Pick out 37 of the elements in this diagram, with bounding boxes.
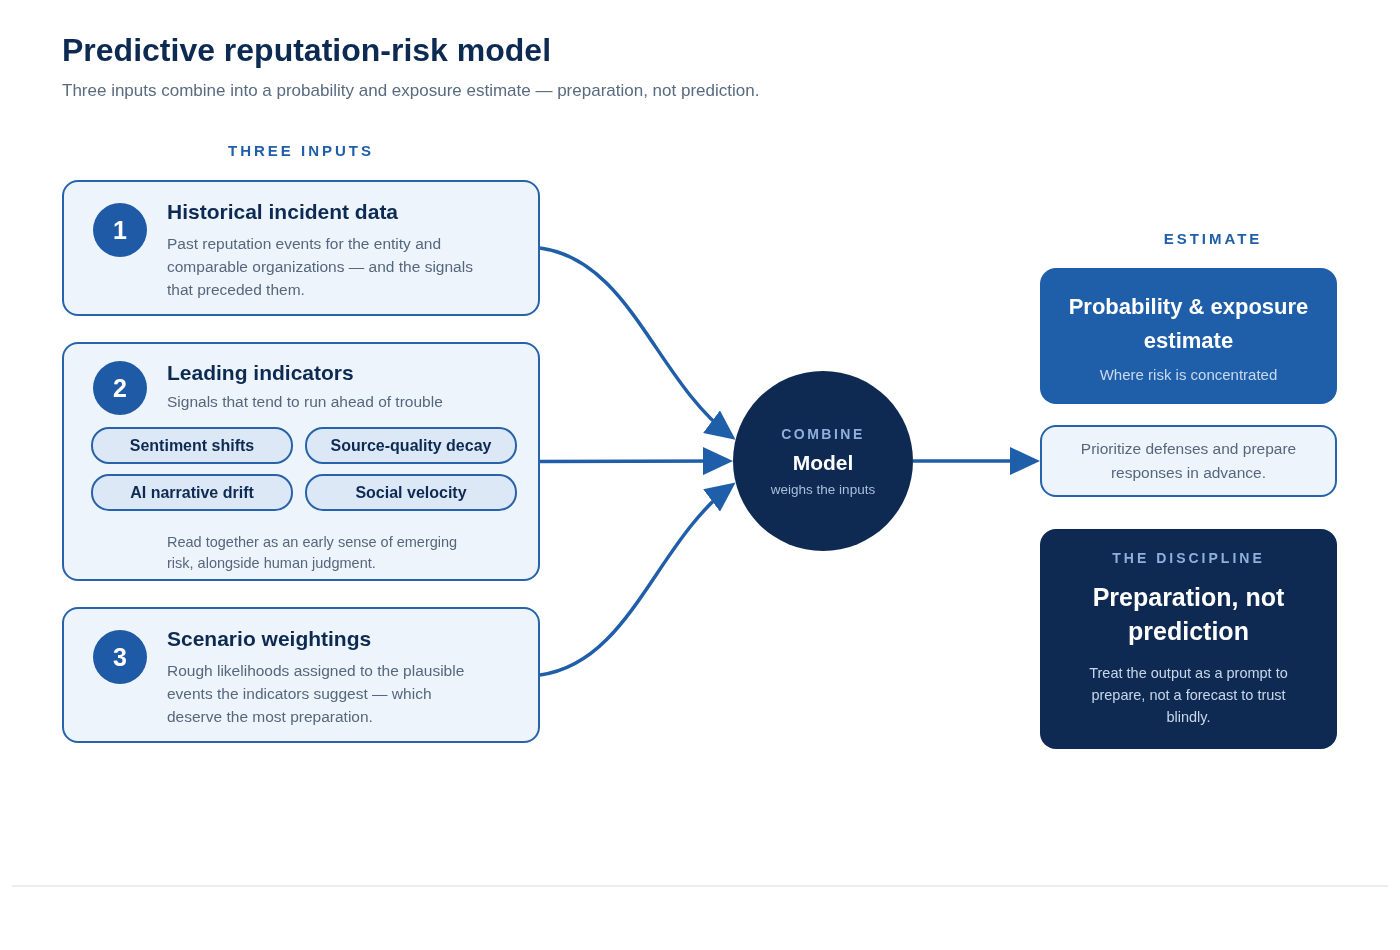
indicator-tag: Source-quality decay — [305, 427, 517, 464]
card-description: Past reputation events for the entity and comparable organizations — and the signals that preceded them. — [167, 234, 474, 300]
action-card — [1040, 425, 1337, 497]
indicator-tag: Social velocity — [305, 474, 517, 511]
card-note: Read together as an early sense of emerging risk, alongside human judgment. — [167, 533, 459, 573]
indicator-tag: Sentiment shifts — [91, 427, 293, 464]
circle-subtitle: weighs the inputs — [770, 481, 876, 497]
card-description: Rough likelihoods assigned to the plausible events the indicators suggest — which deserve the most preparation. — [167, 661, 466, 727]
circle-kicker: COMBINE — [781, 425, 865, 442]
diagram-title: Predictive reputation-risk model — [62, 32, 551, 69]
discipline-card — [1040, 529, 1337, 749]
card-title: Preparation, not prediction — [1091, 582, 1286, 647]
input-card — [62, 180, 540, 316]
section-label: THREE INPUTS — [228, 142, 374, 159]
card-description: Prioritize defenses and prepare responses in advance. — [1079, 439, 1298, 483]
section-label: ESTIMATE — [1163, 230, 1263, 247]
input-card — [62, 607, 540, 743]
card-subtitle: Signals that tend to run ahead of trouble — [167, 392, 444, 412]
step-number: 1 — [93, 203, 147, 257]
card-title: Probability & exposure estimate — [1067, 292, 1310, 355]
card-title: Leading indicators — [167, 361, 354, 385]
step-number: 2 — [93, 361, 147, 415]
subtitle: Three inputs combine into a probability and exposure estimate — preparation, not prediction. — [62, 81, 760, 101]
step-number: 3 — [93, 630, 147, 684]
indicator-tag: AI narrative drift — [91, 474, 293, 511]
estimate-card — [1040, 268, 1337, 404]
circle-title: Model — [792, 450, 854, 475]
card-description: Treat the output as a prompt to prepare, not a forecast to trust blindly. — [1088, 664, 1289, 727]
input-card — [62, 342, 540, 581]
arrow — [540, 447, 733, 476]
curved-arrow — [539, 246, 736, 440]
card-subtitle: Where risk is concentrated — [1099, 365, 1278, 383]
card-kicker: THE DISCIPLINE — [1112, 550, 1265, 566]
card-title: Scenario weightings — [167, 627, 372, 651]
curved-arrow — [539, 482, 736, 677]
arrow — [913, 447, 1040, 475]
card-title: Historical incident data — [167, 200, 399, 224]
